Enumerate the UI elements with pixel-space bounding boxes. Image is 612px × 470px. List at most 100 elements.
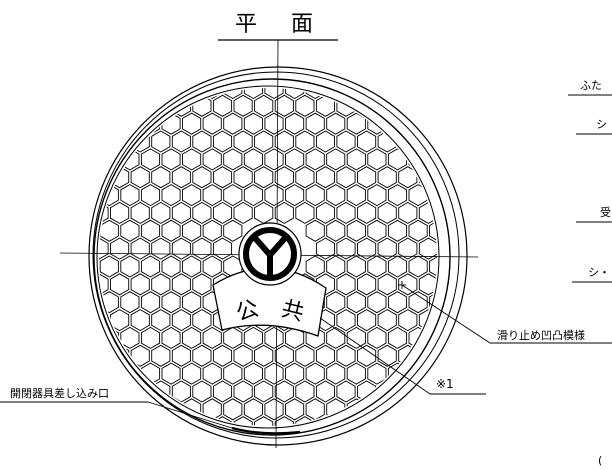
hex-cell xyxy=(99,273,109,296)
hex-cell xyxy=(223,362,243,385)
hex-cell xyxy=(192,273,212,296)
hex-cell xyxy=(367,255,387,278)
hex-cell xyxy=(377,166,397,189)
hex-cell xyxy=(408,148,428,171)
hex-cell xyxy=(192,130,212,153)
hex-cell xyxy=(346,255,366,278)
hex-cell xyxy=(192,344,212,367)
hex-cell xyxy=(305,184,325,207)
hex-cell xyxy=(223,148,243,171)
right-labels: ふた シ 受 シ・ 滑り止め凹凸模様 ※1 ( xyxy=(319,79,612,467)
hex-cell xyxy=(130,166,150,189)
hex-cell xyxy=(387,255,408,278)
hex-cell xyxy=(377,273,397,296)
hex-cell xyxy=(171,166,191,189)
hex-cell xyxy=(264,112,284,135)
leader-anti-slip xyxy=(401,284,491,344)
hex-cell xyxy=(346,219,366,242)
hex-cell xyxy=(140,291,161,314)
hex-cell xyxy=(285,112,305,135)
hex-cell xyxy=(140,255,161,278)
hex-cell xyxy=(161,255,181,278)
hex-cell xyxy=(243,112,263,135)
hex-cell xyxy=(130,237,150,260)
label-futa: ふた xyxy=(580,79,602,92)
hex-cell xyxy=(305,398,325,421)
hex-cell xyxy=(357,273,377,296)
hex-cell xyxy=(243,88,263,100)
hex-cell xyxy=(254,201,274,224)
hex-cell xyxy=(182,148,202,171)
hex-cell xyxy=(212,130,233,153)
hex-cell xyxy=(336,130,356,153)
hex-cell xyxy=(223,219,243,242)
hex-cell xyxy=(429,219,437,242)
hex-cell xyxy=(326,362,346,385)
hex-cell xyxy=(171,344,191,367)
hex-cell xyxy=(182,362,202,385)
hex-cell xyxy=(99,219,119,242)
hex-cell xyxy=(233,380,253,403)
hex-cell xyxy=(387,362,408,385)
hex-cell xyxy=(357,166,377,189)
label-edge-mark: ( xyxy=(598,454,602,467)
hex-cell xyxy=(418,273,437,296)
hex-cell xyxy=(326,219,346,242)
hex-cell xyxy=(233,130,253,153)
hex-cell xyxy=(212,201,233,224)
hex-cell xyxy=(243,326,263,349)
label-shi-1: シ xyxy=(596,118,607,131)
hex-cell xyxy=(398,201,418,224)
hex-cell xyxy=(202,255,222,278)
hex-cell xyxy=(398,237,418,260)
hex-cell xyxy=(315,237,335,260)
hex-cell xyxy=(357,344,377,367)
hex-cell xyxy=(120,219,140,242)
hex-cell xyxy=(254,130,274,153)
hex-cell xyxy=(285,398,305,421)
hex-cell xyxy=(264,398,284,421)
hex-cell xyxy=(151,309,171,332)
hex-cell xyxy=(336,201,356,224)
hex-cell xyxy=(346,112,366,135)
hex-cell xyxy=(130,201,150,224)
hex-cell xyxy=(326,184,346,207)
hex-cell xyxy=(326,326,346,349)
hex-cell xyxy=(171,201,191,224)
hex-cell xyxy=(305,219,325,242)
hex-cell xyxy=(387,219,408,242)
hex-cell xyxy=(326,148,346,171)
hex-cell xyxy=(346,326,366,349)
hex-cell xyxy=(161,184,181,207)
hex-cell xyxy=(305,255,325,278)
hex-cell xyxy=(254,166,274,189)
hex-cell xyxy=(151,201,171,224)
hex-cell xyxy=(367,326,387,349)
hex-cell xyxy=(223,112,243,135)
hex-cell xyxy=(377,344,397,367)
hex-cell xyxy=(182,291,202,314)
hex-cell xyxy=(295,416,315,426)
hex-cell xyxy=(233,344,253,367)
hex-cell xyxy=(336,237,356,260)
hex-cell xyxy=(243,398,263,421)
hex-cell xyxy=(346,184,366,207)
hex-cell xyxy=(202,184,222,207)
hex-cell xyxy=(285,88,305,100)
hex-cell xyxy=(367,219,387,242)
hex-cell xyxy=(336,273,356,296)
leader-note-ref xyxy=(319,317,431,395)
hex-cell xyxy=(377,201,397,224)
hex-cell xyxy=(254,380,274,403)
hex-cell xyxy=(161,326,181,349)
hex-cell xyxy=(130,309,150,332)
hex-cell xyxy=(367,148,387,171)
hex-cell xyxy=(357,130,377,153)
opener-slot-mark xyxy=(231,426,301,435)
hex-cell xyxy=(274,166,294,189)
hex-cell xyxy=(305,362,325,385)
hex-cell xyxy=(274,94,294,117)
hex-cell xyxy=(387,184,408,207)
label-anti-slip: 滑り止め凹凸模様 xyxy=(497,328,585,342)
